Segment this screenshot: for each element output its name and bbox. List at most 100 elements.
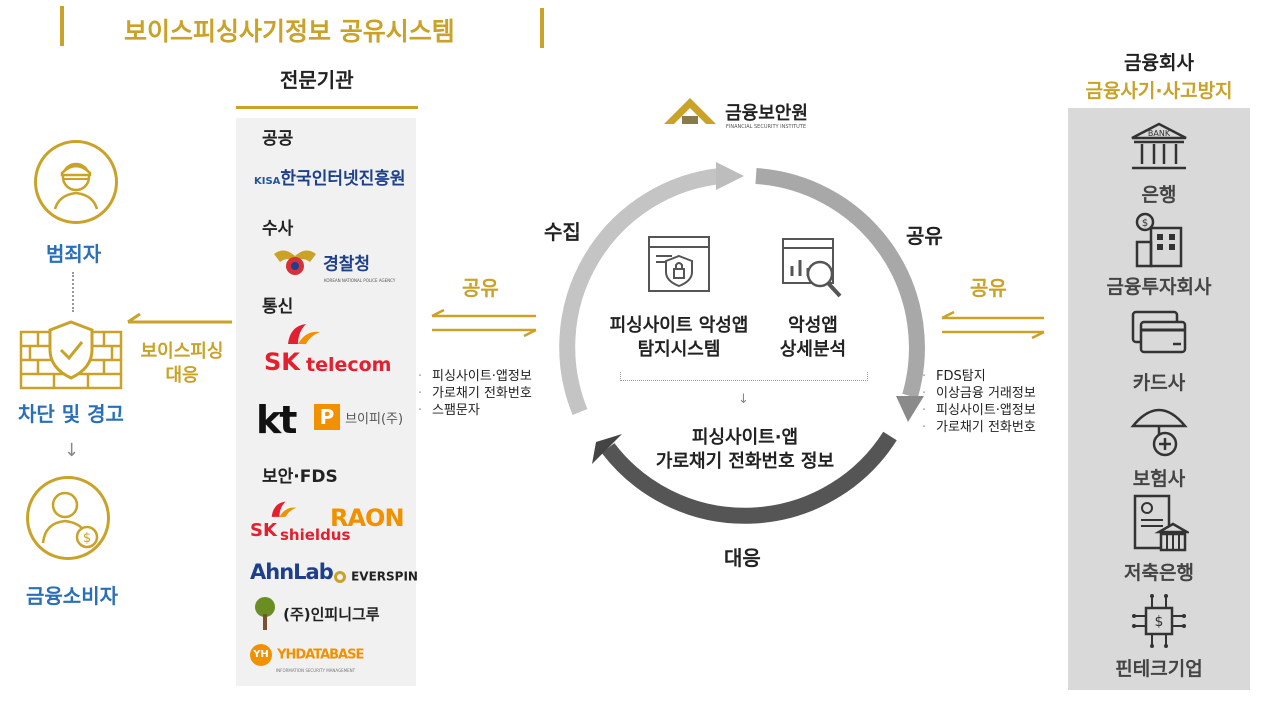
share-right-label: 공유 — [970, 276, 1007, 300]
dotted-connector — [72, 272, 74, 312]
bullet-dot: · — [922, 386, 927, 401]
bullet-dot: · — [922, 403, 927, 418]
org-yhdatabase: YH YHDATABASE INFORMATION SECURITY MANAG… — [250, 644, 364, 673]
down-arrow: ↓ — [64, 440, 80, 461]
info-left-item: 가로채기 전화번호· — [418, 386, 532, 401]
fsi-logo: 금융보안원 FINANCIAL SECURITY INSTITUTE — [660, 94, 808, 130]
finance-heading: 금융회사 — [1124, 52, 1194, 74]
credit-card-icon — [1131, 310, 1187, 354]
finance-item-label: 저축은행 — [1124, 562, 1194, 584]
finance-item-savings: 저축은행 — [1068, 492, 1250, 585]
center-dotted-divider — [620, 372, 868, 381]
response-label-line2: 대응 — [165, 365, 199, 386]
firewall-shield-icon — [19, 320, 123, 390]
malware-analysis-line1: 악성앱 — [788, 315, 838, 336]
umbrella-medical-icon — [1130, 408, 1188, 457]
criminal-icon — [53, 162, 99, 210]
sk-text: SK — [264, 348, 300, 376]
detection-system-line1: 피싱사이트 악성앱 — [609, 315, 749, 336]
yh-subtitle: INFORMATION SECURITY MANAGEMENT — [276, 668, 356, 673]
info-right-item: FDS탐지· — [922, 369, 986, 384]
page-title: 보이스피싱사기정보 공유시스템 — [124, 17, 455, 46]
consumer-icon-circle: $ — [26, 476, 110, 560]
consumer-icon: $ — [41, 491, 99, 549]
finance-item-label: 금융투자회사 — [1106, 276, 1212, 298]
response-arrow-icon — [127, 312, 232, 324]
exchange-right-arrows-icon — [941, 310, 1045, 340]
criminal-label: 범죄자 — [46, 242, 102, 266]
org-raon: RAON — [330, 504, 405, 532]
result-line1: 피싱사이트·앱 — [691, 427, 799, 448]
finance-item-card: 카드사 — [1068, 308, 1250, 395]
bank-icon: BANK — [1131, 122, 1187, 170]
bullet-dot: · — [418, 386, 423, 401]
finance-item-label: 보험사 — [1132, 468, 1186, 490]
share-center-label: 공유 — [906, 224, 943, 248]
bp-name: 브이피(주) — [345, 412, 404, 427]
experts-heading: 전문기관 — [280, 68, 354, 92]
bullet-dot: · — [418, 369, 423, 384]
police-subtitle: KOREAN NATIONAL POLICE AGENCY — [324, 278, 396, 283]
bank-icon-text: BANK — [1148, 129, 1171, 138]
fsi-subtitle: FINANCIAL SECURITY INSTITUTE — [726, 124, 806, 130]
police-name: 경찰청 — [323, 254, 371, 275]
building-dollar-icon: $ — [1135, 212, 1183, 268]
finance-item-investment: $ 금융투자회사 — [1068, 212, 1250, 299]
telecom-text: telecom — [306, 354, 392, 376]
info-right-list: FDS탐지· 이상금융 거래정보· 피싱사이트·앱정보· 가로채기 전화번호· — [922, 368, 1036, 436]
savings-bank-icon — [1133, 494, 1192, 552]
info-right-item: 이상금융 거래정보· — [922, 386, 1036, 401]
everspin-logo-icon — [334, 570, 346, 583]
sk-shieldus-butterfly-icon — [271, 501, 297, 517]
collect-label: 수집 — [544, 220, 581, 244]
finance-item-bank: BANK 은행 — [1068, 120, 1250, 207]
org-ahnlab: AhnLab — [250, 560, 334, 584]
category-security: 보안·FDS — [262, 467, 338, 487]
info-right-item: 가로채기 전화번호· — [922, 420, 1036, 435]
info-left-item: 피싱사이트·앱정보· — [418, 369, 532, 384]
bullet-dot: · — [922, 420, 927, 435]
experts-heading-underline — [236, 106, 418, 109]
bullet-dot: · — [922, 369, 927, 384]
fintech-chip-icon: $ — [1132, 594, 1186, 648]
finance-subheading: 금융사기·사고방지 — [1085, 80, 1233, 102]
finance-item-fintech: $ 핀테크기업 — [1068, 592, 1250, 681]
finance-item-label: 카드사 — [1132, 372, 1186, 394]
finance-panel: BANK 은행 $ 금융투자회사 카드사 — [1068, 108, 1250, 690]
category-telecom: 통신 — [262, 297, 294, 317]
block-warning-label: 차단 및 경고 — [18, 402, 124, 426]
detection-system-line2: 탐지시스템 — [637, 339, 721, 360]
respond-label: 대응 — [724, 546, 761, 570]
org-kisa: KISA한국인터넷진흥원 — [254, 164, 406, 189]
kisa-name: 한국인터넷진흥원 — [280, 169, 406, 189]
svg-text:$: $ — [1142, 218, 1148, 229]
sk-butterfly-icon — [288, 324, 320, 344]
everspin-name: EVERSPIN — [351, 569, 418, 584]
finance-item-insurance: 보험사 — [1068, 400, 1250, 491]
malware-analysis-line2: 상세분석 — [779, 339, 847, 360]
yh-logo-mark: YH — [250, 644, 272, 666]
org-police: 경찰청 KOREAN NATIONAL POLICE AGENCY — [272, 244, 395, 283]
infinigru-name: (주)인피니그루 — [283, 605, 380, 624]
consumer-label: 금융소비자 — [26, 584, 118, 608]
bp-logo-mark: P — [314, 404, 340, 430]
result-label: 피싱사이트·앱 가로채기 전화번호 정보 — [630, 426, 860, 474]
malware-analysis-label: 악성앱 상세분석 — [768, 314, 858, 362]
svg-text:$: $ — [83, 531, 91, 546]
malware-analysis-icon — [782, 238, 842, 298]
kisa-logo-mark: KISA — [254, 176, 281, 187]
info-left-list: 피싱사이트·앱정보· 가로채기 전화번호· 스팸문자· — [418, 368, 532, 419]
org-kt: kt — [256, 398, 297, 442]
exchange-left-arrows-icon — [431, 308, 537, 338]
shieldus-sk-text: SK — [250, 520, 277, 541]
police-emblem-icon — [274, 250, 316, 275]
svg-text:$: $ — [1155, 614, 1164, 630]
category-public: 공공 — [262, 129, 294, 149]
detection-system-label: 피싱사이트 악성앱 탐지시스템 — [604, 314, 754, 362]
finance-item-label: 핀테크기업 — [1115, 658, 1203, 680]
category-investigation: 수사 — [262, 219, 294, 239]
title-right-bar — [540, 8, 544, 48]
fsi-logo-icon — [664, 98, 716, 124]
result-line2: 가로채기 전화번호 정보 — [655, 451, 835, 472]
title-left-bar — [60, 6, 64, 46]
